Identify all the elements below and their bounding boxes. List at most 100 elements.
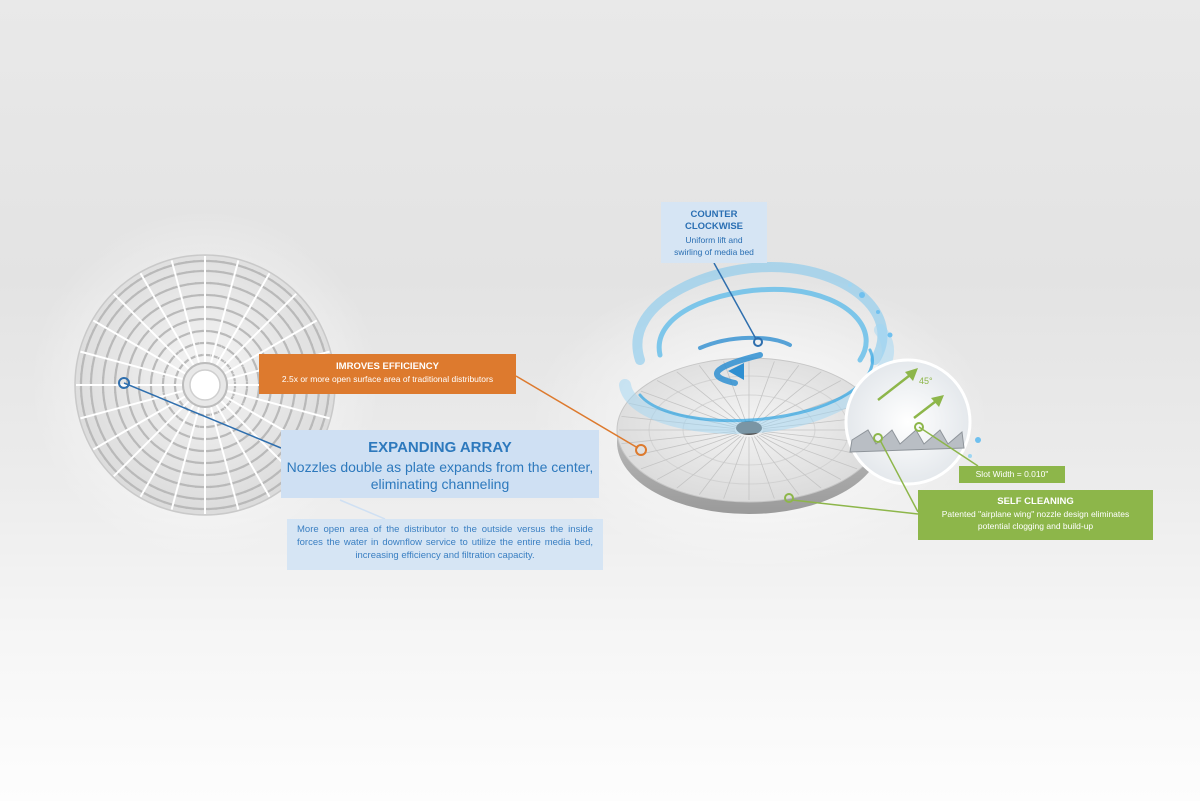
nozzle-slot [235, 465, 245, 471]
nozzle-slot [183, 294, 193, 299]
callout-body: 2.5x or more open surface area of tradit… [281, 374, 494, 384]
nozzle-slot [148, 419, 155, 428]
nozzle-slot [149, 307, 158, 315]
nozzle-slot [102, 399, 107, 409]
perspective-spoke [640, 433, 738, 470]
nozzle-slot [296, 317, 304, 327]
nozzle-slot [123, 446, 131, 455]
nozzle-slot [150, 279, 160, 286]
perspective-spoke [723, 361, 747, 424]
nozzle-slot [119, 440, 126, 450]
nozzle-slot [158, 475, 168, 481]
nozzle-slot [141, 355, 147, 364]
perspective-spoke [656, 380, 740, 426]
nozzle-slot [178, 271, 188, 276]
nozzle-slot [227, 414, 235, 421]
nozzle-slot [279, 395, 284, 405]
nozzle-slot [244, 276, 254, 283]
nozzle-slot [217, 282, 227, 287]
nozzle-slot [241, 433, 250, 441]
nozzle-slot [302, 402, 307, 412]
nozzle-slot [243, 346, 250, 354]
nozzle-slot [214, 447, 223, 452]
nozzle-slot [158, 289, 168, 295]
angle-label: 45° [919, 376, 933, 386]
plate-spoke [215, 272, 271, 367]
nozzle-slot [192, 269, 203, 273]
nozzle-slot [106, 347, 112, 357]
nozzle-slot [209, 485, 219, 489]
nozzle-slot [126, 369, 130, 378]
nozzle-slot [287, 410, 293, 419]
nozzle-slot [108, 420, 115, 430]
nozzle-slot [163, 274, 174, 280]
nozzle-slot [237, 500, 247, 506]
nozzle-slot [215, 506, 225, 510]
nozzle-slot [281, 317, 289, 327]
plate-spoke [170, 260, 201, 365]
nozzle-slot [115, 305, 124, 314]
nozzle-slot [96, 424, 103, 434]
perspective-spoke [723, 436, 747, 499]
nozzle-slot [139, 462, 148, 470]
nozzle-slot [125, 295, 134, 304]
perspective-spoke [754, 365, 800, 424]
nozzle-slot [251, 268, 261, 275]
nozzle-slot [206, 425, 215, 429]
nozzle-slot [259, 297, 268, 305]
nozzle-slot [246, 473, 255, 480]
nozzle-slot [286, 323, 294, 333]
nozzle-slot [184, 343, 193, 349]
plate-spoke [209, 405, 240, 510]
nozzle-slot [206, 293, 215, 297]
nozzle-slot [153, 443, 162, 451]
perspective-spoke [754, 436, 800, 495]
perspective-spoke [621, 430, 736, 445]
plate-spoke [139, 272, 195, 367]
nozzle-slot [242, 366, 247, 375]
perspective-spoke [751, 436, 775, 499]
perspective-spoke [756, 435, 822, 489]
nozzle-slot [86, 336, 92, 346]
nozzle-slot [270, 471, 279, 480]
nozzle-slot [213, 294, 223, 298]
nozzle-slot [304, 395, 308, 405]
nozzle-slot [178, 494, 188, 499]
nozzle-slot [128, 433, 136, 442]
nozzle-slot [162, 300, 171, 307]
nozzle-slot [121, 420, 128, 430]
nozzle-slot [99, 330, 106, 340]
nozzle-slot [139, 300, 148, 308]
nozzle-slot [251, 441, 260, 449]
nozzle-slot [167, 406, 175, 414]
nozzle-slot [252, 339, 260, 347]
nozzle-slot [119, 320, 126, 330]
nozzle-slot [261, 314, 270, 322]
nozzle-slot [138, 392, 142, 401]
nozzle-slot [145, 467, 155, 475]
nozzle-slot [91, 358, 96, 368]
nozzle-slot [161, 385, 165, 393]
nozzle-slot [110, 450, 119, 459]
nozzle-slot [180, 432, 189, 438]
nozzle-slot [202, 461, 212, 465]
nozzle-slot [263, 476, 273, 484]
nozzle-slot [106, 413, 112, 423]
nozzle-slot [249, 305, 258, 313]
nozzle-slot [276, 312, 285, 321]
nozzle-slot [158, 413, 165, 421]
leader-lines [118, 262, 979, 520]
nozzle-slot [89, 387, 93, 398]
nozzle-slot [166, 452, 175, 458]
nozzle-slot [276, 331, 284, 340]
nozzle-slot [137, 476, 147, 484]
nozzle-slot [192, 259, 203, 263]
nozzle-slot [143, 432, 151, 441]
nozzle-slot [238, 313, 248, 320]
nozzle-slot [231, 285, 242, 291]
nozzle-slot [228, 442, 237, 448]
nozzle-slot [129, 406, 134, 416]
nozzle-slot [251, 359, 257, 367]
nozzle-slot [195, 305, 204, 309]
perspective-spoke [760, 433, 858, 470]
